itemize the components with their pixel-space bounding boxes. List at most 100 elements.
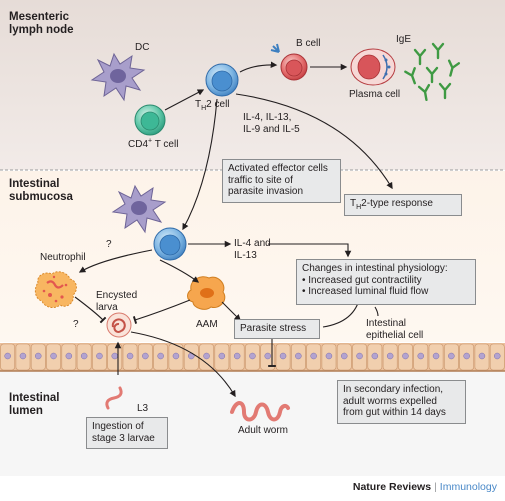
region-label-line: Mesenteric: [9, 11, 70, 23]
box-line: Activated effector cells: [228, 163, 328, 174]
th2-rest: 2 cell: [206, 99, 230, 110]
box-line: from gut within 14 days: [343, 407, 446, 418]
box-line: • Increased luminal fluid flow: [302, 286, 429, 297]
epithelial-nucleus: [325, 352, 333, 360]
epithelial-label-line: epithelial cell: [366, 329, 424, 341]
ige-antibody-icons: [404, 42, 461, 101]
epithelial-nucleus: [249, 352, 256, 360]
epithelial-nucleus: [432, 352, 440, 360]
dendritic-cell-icon: [90, 52, 146, 102]
b-cell-label: B cell: [296, 38, 321, 49]
epithelial-nucleus: [65, 352, 73, 360]
epithelial-nucleus: [356, 352, 363, 360]
epithelial-nucleus: [448, 352, 455, 360]
th2-cell-label: TH2 cell: [195, 99, 230, 112]
physiology-box: Changes in intestinal physiology: • Incr…: [296, 259, 476, 305]
epithelial-nucleus: [371, 352, 379, 360]
box-line: adult worms expelled: [343, 395, 437, 407]
region-label-line: lymph node: [9, 24, 74, 36]
region-label-mesenteric: Mesenteric lymph node: [9, 11, 74, 37]
epithelial-nucleus: [386, 352, 394, 360]
encysted-larva-label: Encysted larva: [96, 290, 137, 313]
box-line: Changes in intestinal physiology:: [302, 263, 448, 274]
question-mark-lower: ?: [73, 319, 79, 330]
region-label-line: submucosa: [9, 191, 73, 203]
epithelial-nucleus: [203, 352, 210, 360]
epithelial-nucleus: [233, 352, 241, 360]
traffic-box: Activated effector cells traffic to site…: [222, 159, 341, 203]
cd4-text: CD4: [128, 139, 149, 150]
dc-label: DC: [135, 42, 150, 53]
epithelial-nucleus: [295, 352, 302, 360]
epithelial-layer: [0, 343, 505, 372]
l3-larva-icon: [105, 386, 123, 410]
epithelial-nucleus: [19, 352, 27, 360]
journal-section: Immunology: [439, 481, 497, 493]
neutrophil-icon: [34, 271, 77, 309]
box-line: • Increased gut contractility: [302, 274, 422, 286]
epithelial-nucleus: [402, 352, 409, 360]
epithelial-nucleus: [478, 352, 486, 360]
credit-separator: |: [434, 481, 437, 493]
cd4-t-cell-icon: [134, 104, 166, 136]
effector-cytokines-label: IL-4 and IL-13: [234, 238, 271, 261]
pathway-arrows: [74, 61, 393, 398]
epithelial-nucleus: [494, 352, 501, 360]
epithelial-nucleus: [142, 352, 149, 360]
region-label-lumen: Intestinal lumen: [9, 392, 59, 418]
epithelial-nucleus: [157, 352, 164, 360]
cytokine-line: IL-13: [234, 249, 257, 261]
epithelial-nucleus: [218, 352, 226, 360]
th2-subscript: H: [201, 105, 207, 112]
epithelial-nucleus: [126, 352, 134, 360]
adult-worm-label: Adult worm: [238, 425, 289, 436]
epithelial-nucleus: [111, 352, 118, 360]
plasma-cell-icon: [350, 48, 396, 86]
cd4-t-cell-label: CD4+ T cell: [128, 137, 178, 151]
neutrophil-label: Neutrophil: [40, 252, 86, 263]
box-line: traffic to site of: [228, 174, 293, 186]
lymph-node-region: [0, 0, 505, 170]
cytokine-line: IL-4, IL-13,: [243, 112, 292, 123]
region-label-line: lumen: [9, 405, 43, 417]
larva-label-line: larva: [96, 301, 118, 313]
l3-label: L3: [137, 403, 149, 414]
th2-response-box: TH2-type response: [344, 194, 462, 216]
journal-name: Nature Reviews: [352, 481, 432, 493]
epithelial-nucleus: [172, 352, 180, 360]
box-line: parasite invasion: [228, 186, 304, 197]
epithelial-nucleus: [417, 352, 424, 360]
cytokine-line: IL-9 and IL-5: [243, 123, 300, 135]
th2-response-t: T: [350, 198, 357, 209]
plasma-cell-label: Plasma cell: [349, 89, 401, 100]
effector-t-cell-icon: [153, 227, 187, 261]
b-cell-icon: [270, 43, 308, 81]
epithelial-nucleus: [80, 352, 88, 360]
epithelial-nucleus: [279, 352, 287, 360]
epithelial-nucleus: [96, 352, 103, 360]
th2-response-rest: 2-type response: [361, 198, 433, 209]
encysted-larva-icon: [106, 312, 132, 338]
region-label-line: Intestinal: [9, 178, 60, 190]
box-line: Ingestion of: [92, 421, 144, 432]
th2-cell-icon: [205, 63, 239, 97]
epithelial-nucleus: [50, 352, 57, 360]
th2-response-subscript: H: [356, 204, 362, 211]
epithelial-cell-label: Intestinal epithelial cell: [366, 318, 423, 341]
aam-label: AAM: [196, 319, 218, 330]
ingestion-box: Ingestion of stage 3 larvae: [86, 417, 168, 449]
box-line: stage 3 larvae: [92, 432, 155, 444]
submucosa-dendritic-cell-icon: [111, 184, 167, 234]
box-line: In secondary infection,: [343, 384, 444, 395]
epithelial-nucleus: [264, 352, 271, 360]
adult-worm-icon: [230, 401, 290, 422]
journal-credit: Nature Reviews|Immunology: [353, 481, 497, 493]
epithelial-label-line: Intestinal: [366, 318, 407, 329]
region-label-line: Intestinal: [9, 392, 60, 404]
parasite-stress-box: Parasite stress: [234, 319, 320, 339]
th2-cytokines-label: IL-4, IL-13, IL-9 and IL-5: [243, 112, 300, 135]
epithelial-nucleus: [341, 352, 348, 360]
aam-macrophage-icon: [187, 276, 226, 310]
cd4-superscript: +: [148, 137, 153, 145]
